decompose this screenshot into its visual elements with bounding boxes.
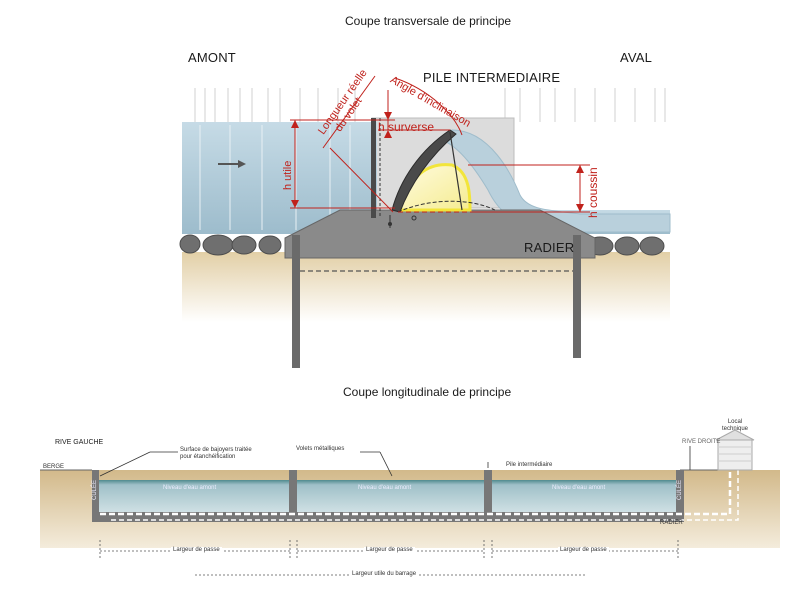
radier-label-2: RADIER [660, 520, 683, 526]
local-line2: technique [722, 426, 749, 432]
pile-intermediaire-label: Pile intermédiaire [506, 462, 553, 468]
largeur-passe-3: Largeur de passe [558, 547, 609, 553]
h-coussin-label: h coussin [586, 167, 600, 218]
largeur-passe-2: Largeur de passe [364, 547, 415, 553]
amont-label: AMONT [188, 50, 236, 65]
sheet-pile-right [573, 235, 581, 358]
volet-flap [391, 129, 457, 213]
air-line [100, 470, 732, 516]
culee-left-label: CULÉE [92, 479, 98, 500]
sky-hatching [194, 88, 666, 122]
largeur-utile: Largeur utile du barrage [350, 571, 419, 577]
water-hatching [199, 125, 351, 230]
local-technique-label: Local technique [722, 419, 748, 433]
niveau-label-3: Niveau d'eau amont [552, 485, 606, 491]
niveau-label-1: Niveau d'eau amont [163, 485, 217, 491]
pile-label: PILE INTERMEDIAIRE [423, 70, 561, 85]
rive-gauche-label: RIVE GAUCHE [55, 439, 104, 446]
local-line1: Local [727, 419, 743, 425]
radier-concrete [284, 209, 596, 259]
rive-droite-label: RIVE DROITE [682, 439, 721, 445]
flap-lowered-outline [397, 200, 496, 213]
section2-title: Coupe longitudinale de principe [343, 385, 512, 399]
surface-line1: Surface de bajoyers traitée [180, 447, 252, 453]
soil-longitudinal [40, 470, 780, 548]
flow-arrow-icon [218, 160, 246, 168]
riprap-stones [179, 234, 665, 256]
h-surverse-label: h surverse [378, 120, 435, 134]
hinge-post [371, 118, 376, 218]
h-utile-label: h utile [282, 160, 294, 190]
niveau-label-2: Niveau d'eau amont [358, 485, 412, 491]
transverse-section-drawing [179, 75, 671, 368]
soil [182, 252, 670, 322]
aval-label: AVAL [620, 50, 653, 65]
largeur-passe-1: Largeur de passe [171, 547, 222, 553]
overflow-nappe [441, 129, 671, 233]
dimension-arrows [291, 112, 584, 212]
radier-label: RADIER [524, 240, 575, 255]
dimension-lines [290, 75, 590, 213]
pile-1 [289, 470, 297, 516]
section1-title: Coupe transversale de principe [345, 14, 512, 28]
radier-longitudinal [92, 512, 684, 522]
volets-label: Volets métalliques [296, 446, 345, 452]
sheet-pile-left [292, 235, 300, 368]
berge-label: BERGE [43, 464, 65, 470]
local-technique [717, 439, 753, 471]
culee-right-label: CULÉE [677, 479, 683, 500]
pile-2 [484, 470, 492, 516]
surface-line2: pour étanchéification [180, 454, 236, 460]
surface-label: Surface de bajoyers traitée pour étanché… [180, 447, 252, 461]
